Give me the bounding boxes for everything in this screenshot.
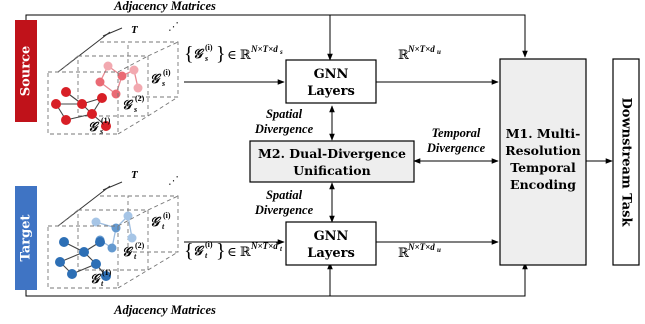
svg-text:N×T×d: N×T×d (250, 44, 278, 54)
target-label: Target (19, 214, 34, 261)
svg-text:𝒢: 𝒢 (122, 97, 134, 112)
svg-text:{: { (184, 240, 194, 262)
svg-text:∈ ℝ: ∈ ℝ (227, 244, 252, 259)
svg-text:(2): (2) (135, 94, 145, 103)
svg-text:}: } (216, 43, 226, 65)
svg-text:Spatial: Spatial (266, 188, 303, 202)
continuation-dots: ⋰ (168, 21, 179, 33)
svg-text:t: t (101, 279, 104, 288)
svg-text:M1. Multi-: M1. Multi- (506, 126, 581, 141)
adjacency-bottom-path (25, 262, 528, 297)
adjacency-matrices-bottom-label: Adjacency Matrices (113, 303, 216, 317)
spatial-divergence-bottom-label: Spatial Divergence (254, 188, 314, 217)
svg-text:Encoding: Encoding (510, 177, 576, 192)
graph-t-i-label: 𝒢 t (i) (150, 211, 171, 231)
svg-text:u: u (437, 246, 441, 254)
gnn-layers-source: GNN Layers (285, 59, 377, 104)
svg-text:(1): (1) (101, 116, 111, 125)
svg-text:𝒢: 𝒢 (193, 243, 205, 258)
svg-text:s: s (279, 48, 283, 56)
svg-text:(1): (1) (102, 268, 112, 277)
svg-text:t: t (134, 252, 137, 261)
svg-text:s: s (133, 105, 137, 114)
svg-text:(i): (i) (163, 68, 171, 77)
svg-text:{: { (184, 43, 194, 65)
svg-text:Spatial: Spatial (266, 107, 303, 121)
svg-text:∈ ℝ: ∈ ℝ (227, 47, 252, 62)
svg-text:s: s (99, 127, 103, 136)
gnn-layers-target: GNN Layers (285, 221, 377, 266)
svg-text:Resolution: Resolution (505, 143, 581, 158)
source-graph-stack: T ⋰ 𝒢 s (i) (47, 21, 179, 136)
svg-text:ℝ: ℝ (398, 245, 410, 260)
svg-text:GNN: GNN (314, 67, 349, 82)
svg-text:Divergence: Divergence (254, 122, 314, 136)
spatial-divergence-top-label: Spatial Divergence (254, 107, 314, 136)
downstream-task: Downstream Task (612, 58, 640, 266)
graph-s-1-label: 𝒢 s (1) (88, 116, 111, 136)
adjacency-top-path (25, 14, 528, 61)
svg-text:𝒢: 𝒢 (193, 46, 205, 61)
svg-text:N×T×d: N×T×d (250, 241, 278, 251)
svg-text:Temporal: Temporal (432, 126, 481, 140)
svg-text:(i): (i) (205, 240, 213, 249)
svg-text:t: t (280, 245, 283, 253)
target-set-expression: { 𝒢 t (i) } ∈ ℝ N×T×d t (184, 240, 283, 262)
graph-t-1-label: 𝒢 t (1) (90, 268, 112, 288)
svg-text:u: u (437, 48, 441, 56)
graph-s-i-label: 𝒢 s (i) (150, 68, 171, 88)
continuation-dots-target: ⋰ (168, 175, 179, 187)
svg-text:(i): (i) (205, 43, 213, 52)
target-latent-space: ℝ N×T×d u (398, 242, 441, 260)
target-graph-stack: T ⋰ 𝒢 t (i) (47, 169, 179, 289)
svg-text:(i): (i) (163, 211, 171, 220)
svg-text:𝒢: 𝒢 (90, 271, 102, 286)
svg-text:𝒢: 𝒢 (88, 119, 100, 134)
time-axis-label: T (131, 24, 139, 36)
m1-multi-resolution-temporal-encoding: M1. Multi- Resolution Temporal Encoding (499, 58, 587, 266)
svg-text:s: s (204, 54, 208, 63)
svg-text:Layers: Layers (307, 246, 355, 261)
svg-text:t: t (162, 222, 165, 231)
graph-s-2-label: 𝒢 s (2) (122, 94, 145, 114)
target-domain-bar: Target (15, 186, 37, 290)
svg-text:(2): (2) (135, 241, 145, 250)
svg-text:GNN: GNN (314, 229, 349, 244)
svg-text:Downstream Task: Downstream Task (619, 98, 634, 228)
svg-text:N×T×d: N×T×d (407, 242, 435, 252)
time-axis-label-target: T (131, 169, 139, 181)
svg-text:Temporal: Temporal (510, 160, 576, 175)
adjacency-matrices-top-label: Adjacency Matrices (113, 0, 216, 13)
svg-text:ℝ: ℝ (398, 47, 410, 62)
source-label: Source (19, 46, 34, 97)
svg-text:Unification: Unification (293, 163, 370, 178)
flow-arrows (184, 79, 613, 245)
svg-text:𝒢: 𝒢 (150, 214, 162, 229)
svg-text:s: s (161, 79, 165, 88)
source-latent-space: ℝ N×T×d u (398, 44, 441, 62)
graph-t-2-label: 𝒢 t (2) (122, 241, 145, 261)
svg-text:Layers: Layers (307, 84, 355, 99)
svg-text:}: } (216, 240, 226, 262)
svg-text:M2. Dual-Divergence: M2. Dual-Divergence (258, 146, 406, 161)
m2-dual-divergence-unification: M2. Dual-Divergence Unification (249, 140, 415, 183)
svg-text:Divergence: Divergence (426, 141, 486, 155)
svg-text:Divergence: Divergence (254, 203, 314, 217)
svg-text:𝒢: 𝒢 (150, 71, 162, 86)
source-set-expression: { 𝒢 s (i) } ∈ ℝ N×T×d s (184, 43, 283, 65)
svg-text:N×T×d: N×T×d (407, 44, 435, 54)
svg-text:t: t (205, 251, 208, 260)
source-domain-bar: Source (15, 20, 37, 122)
temporal-divergence-label: Temporal Divergence (426, 126, 486, 155)
svg-text:𝒢: 𝒢 (122, 244, 134, 259)
